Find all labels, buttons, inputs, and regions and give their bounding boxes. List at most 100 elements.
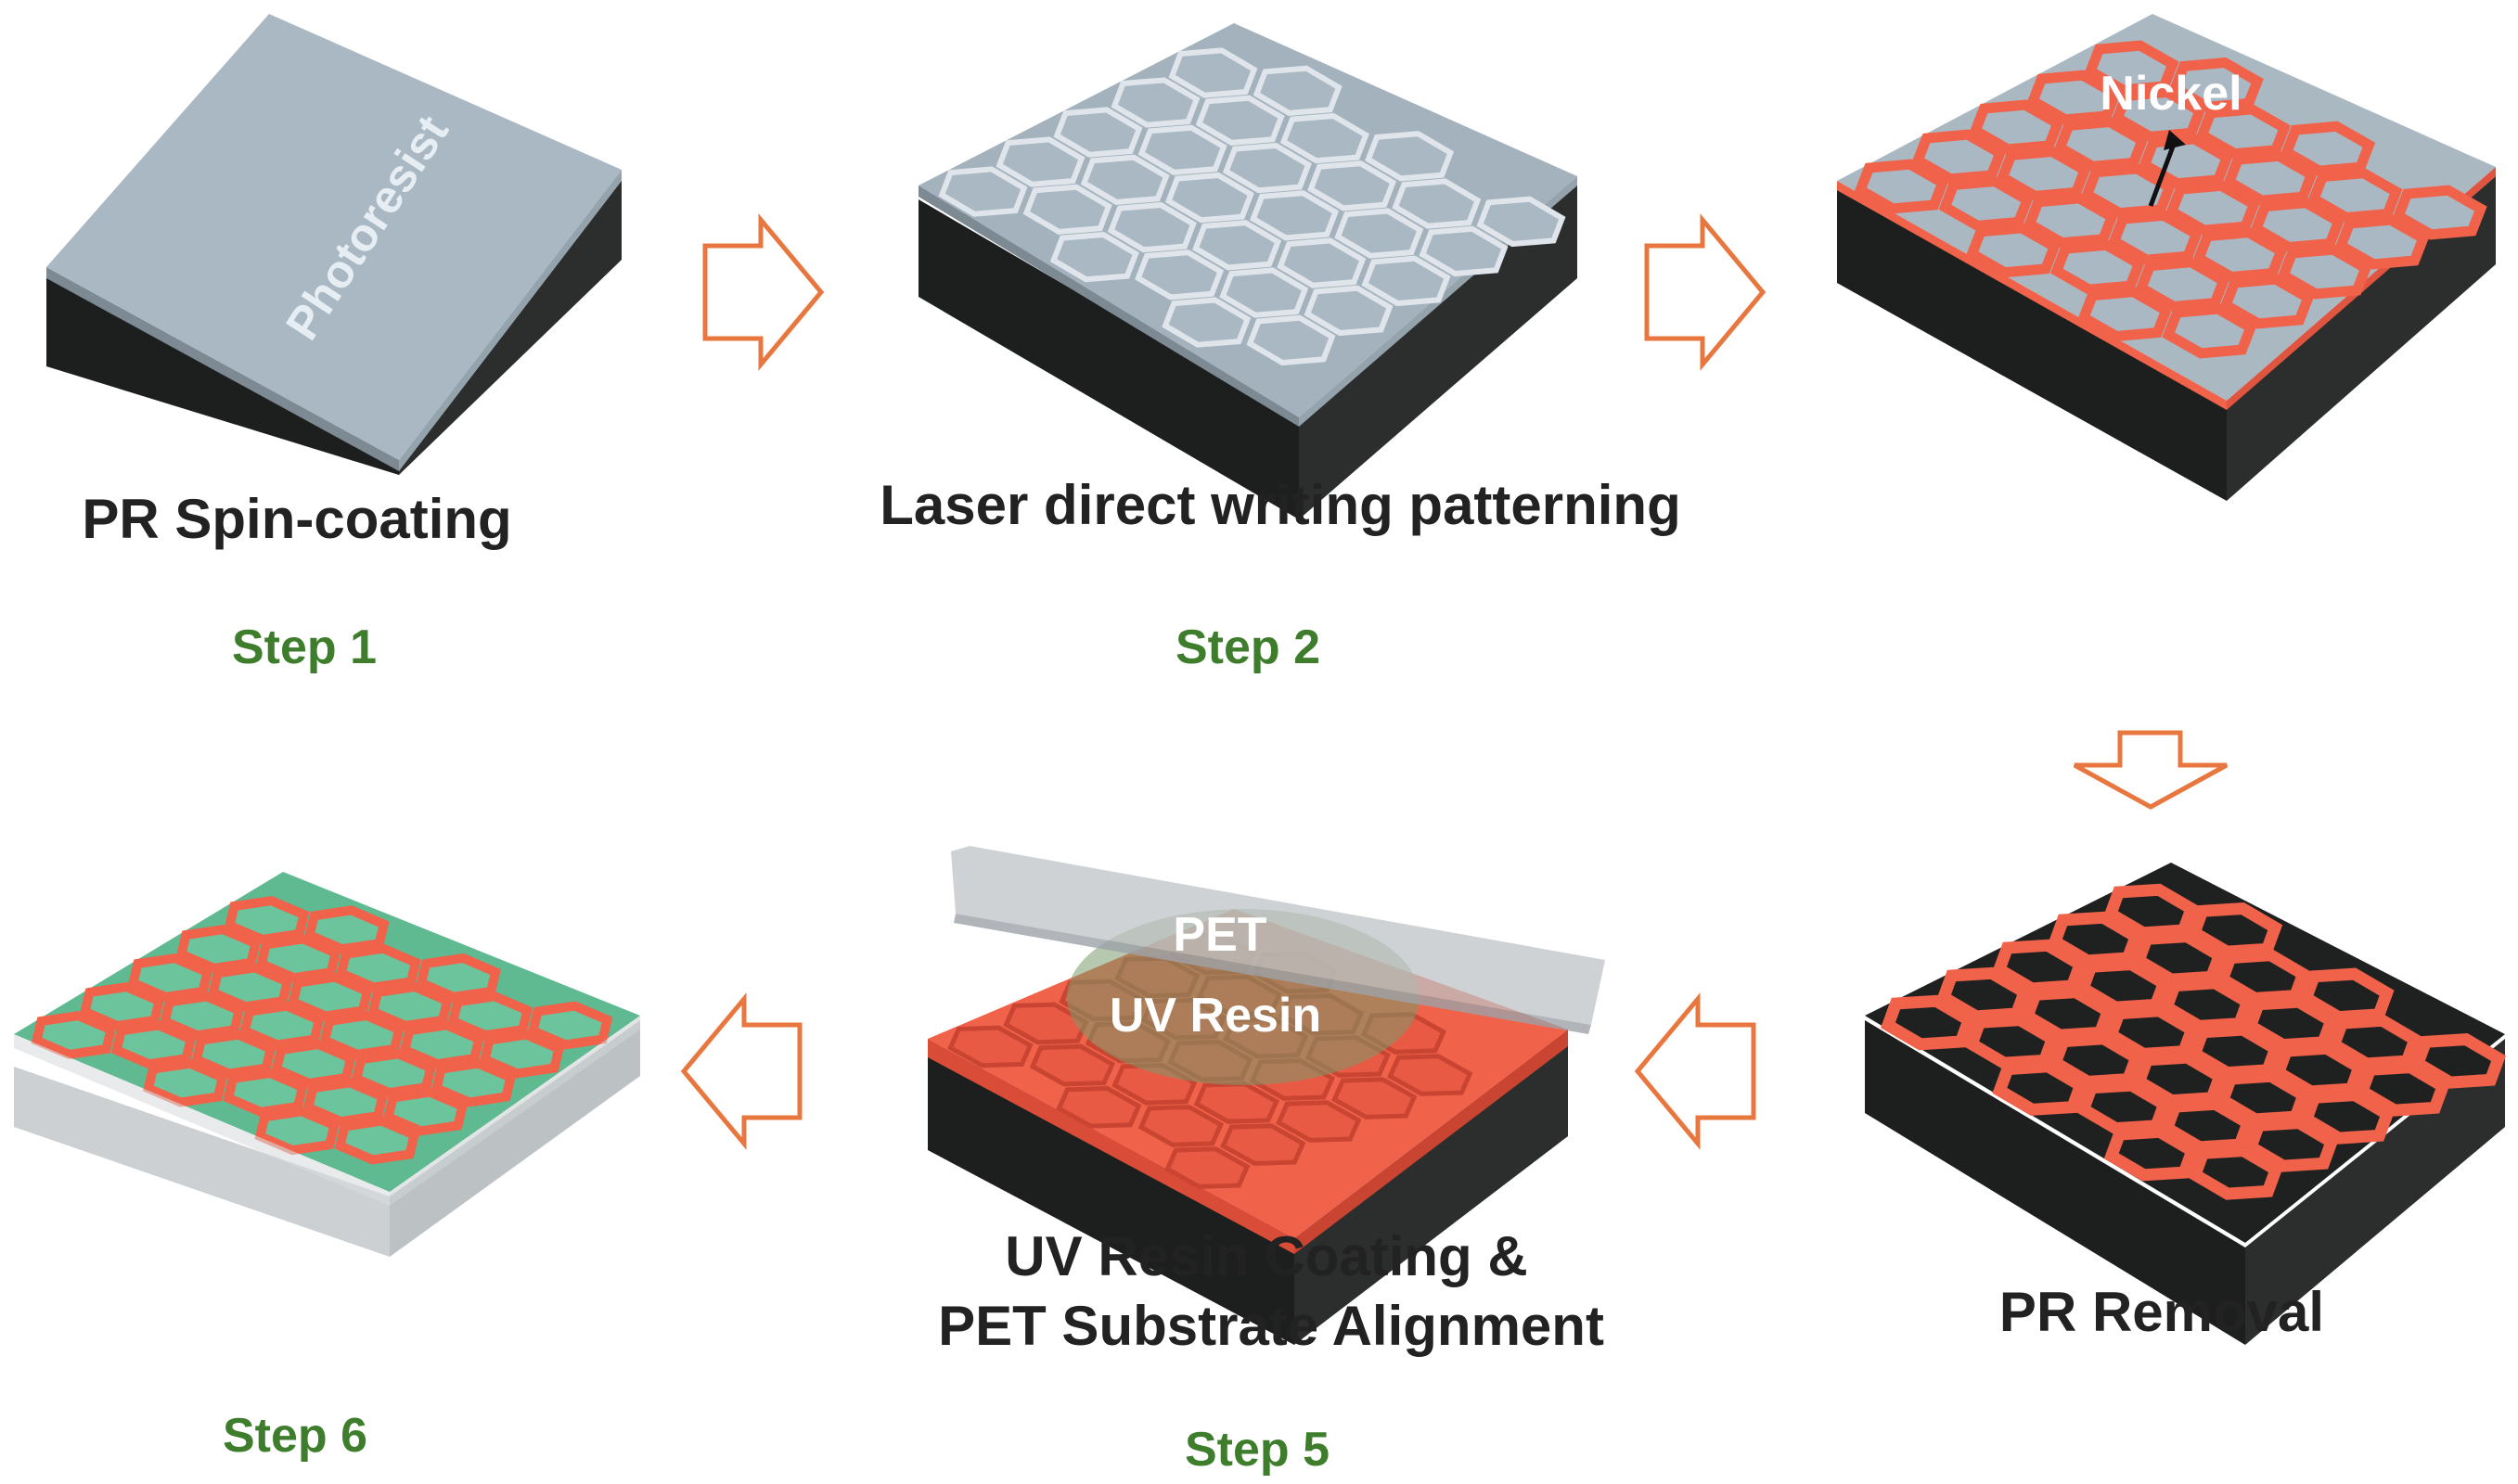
nickel-hexagon-cell	[2187, 902, 2283, 958]
photoresist-hexagon	[1419, 225, 1509, 277]
photoresist-hexagon	[1279, 112, 1369, 164]
nickel-outlined-hexagon	[2334, 214, 2430, 270]
step4-block	[1865, 863, 2506, 1345]
nickel-outlined-hexagon	[2392, 185, 2487, 240]
photoresist-hexagon	[1365, 131, 1455, 182]
nickel-hexagon-cell	[1992, 939, 2088, 995]
step2-block	[919, 23, 1577, 519]
nickel-outlined-hexagon	[2135, 257, 2230, 313]
resin-filled-hexagon	[31, 1010, 117, 1060]
photoresist-hexagon	[1392, 178, 1482, 229]
nickel-outlined-hexagon	[2023, 193, 2119, 249]
photoresist-hexagon	[1219, 267, 1309, 318]
nickel-pointer-arrow	[2148, 138, 2178, 207]
hollow-arrow-right-icon	[702, 213, 825, 371]
photoresist-hexagon	[1022, 184, 1112, 235]
nickel-outlined-hexagon	[2077, 287, 2173, 342]
resin-filled-hexagon	[239, 1001, 325, 1050]
nickel-outlined-hexagon	[2192, 227, 2288, 283]
nickel-outlined-hexagon	[1938, 175, 2034, 231]
nickel-hexagon-cell	[2103, 1004, 2200, 1060]
nickel-outlined-hexagon	[2219, 274, 2315, 329]
step5-caption-line1: UV Resin Coating &	[1005, 1225, 1527, 1287]
photoresist-hexagon	[1135, 249, 1225, 301]
step5-block: PET UV Resin	[928, 846, 1605, 1345]
arrow-step4-to-step5	[1634, 992, 1756, 1150]
nickel-hexagon-cell	[2410, 1032, 2506, 1089]
photoresist-layer	[46, 14, 622, 460]
hollow-arrow-right-icon	[1644, 213, 1766, 371]
nickel-hexagon-cell	[1936, 966, 2032, 1023]
photoresist-hexagon	[1250, 190, 1340, 241]
nickel-outlined-hexagon	[2280, 121, 2376, 176]
resin-filled-hexagon	[224, 895, 310, 945]
hollow-arrow-down-icon	[2073, 730, 2229, 810]
nickel-outlined-hexagon	[1965, 223, 2062, 278]
step1-caption: PR Spin-coating	[82, 488, 511, 550]
step5-caption-line2: PET Substrate Alignment	[938, 1295, 1604, 1357]
nickel-outlined-hexagon	[1969, 99, 2064, 155]
nickel-hexagon-cell	[1003, 1002, 1089, 1045]
nickel-outlined-hexagon	[2168, 57, 2264, 112]
step6-block	[14, 872, 640, 1257]
step1-label: Step 1	[232, 620, 377, 674]
resin-filled-hexagon	[271, 1039, 356, 1088]
resin-filled-hexagon	[447, 991, 533, 1041]
photoresist-hexagon	[1304, 285, 1394, 337]
nickel-hexagon-cell	[1387, 1054, 1473, 1096]
resin-filled-hexagon	[336, 943, 421, 992]
nickel-outlined-hexagon	[2195, 104, 2292, 160]
nickel-hexagon-cell	[2103, 1125, 2200, 1182]
nickel-outlined-hexagon	[2053, 116, 2149, 172]
arrow-step1-to-step2	[702, 213, 825, 371]
nickel-hexagon-cell	[1276, 1100, 1362, 1143]
photoresist-hexagon	[1168, 47, 1258, 98]
photoresist-hexagon	[1334, 208, 1424, 259]
resin-filled-hexagon	[143, 1058, 228, 1107]
photoresist-hexagon	[1137, 124, 1227, 175]
nickel-label: Nickel	[2100, 67, 2242, 121]
resin-filled-hexagon	[430, 1058, 517, 1107]
resin-filled-hexagon	[175, 924, 262, 974]
nickel-hexagon-cell	[1992, 1060, 2088, 1116]
step3-block: Nickel	[1837, 14, 2496, 501]
nickel-hexagon-cell	[1220, 1123, 1306, 1166]
photoresist-hexagon	[1192, 220, 1282, 271]
photoresist-hexagon	[1107, 201, 1197, 253]
photoresist-hexagon	[1361, 255, 1451, 307]
resin-filled-hexagon	[302, 1078, 389, 1127]
step4-caption: PR Removal	[1999, 1281, 2324, 1343]
nickel-outlined-hexagon	[2080, 163, 2177, 219]
photoresist-hexagon	[1164, 172, 1254, 224]
nickel-hexagon-cell	[2298, 967, 2395, 1024]
nickel-hexagon-cell	[2131, 1051, 2228, 1107]
nickel-outlined-hexagon	[2222, 150, 2319, 206]
nickel-hexagon-cell	[1056, 1085, 1142, 1129]
nickel-hexagon-cell	[2242, 995, 2339, 1052]
photoresist-hexagon	[1476, 196, 1566, 248]
nickel-hexagon-cell	[2215, 1069, 2311, 1126]
nickel-hexagon-cell	[2187, 1023, 2283, 1080]
nickel-hexagon-cell	[2075, 1079, 2172, 1135]
photoresist-hexagon	[1222, 142, 1312, 194]
nickel-hexagon-cell	[2270, 1042, 2367, 1098]
nickel-mesh	[1854, 40, 2487, 359]
nickel-outlined-hexagon	[2107, 210, 2203, 265]
nickel-hexagon-cell	[1881, 994, 1976, 1051]
photoresist-hexagon-pattern	[938, 47, 1566, 366]
photoresist-hexagon	[1277, 237, 1367, 288]
arrow-step3-to-step4	[2073, 730, 2229, 810]
nickel-outlined-hexagon	[2162, 303, 2257, 359]
nickel-hexagon-cell	[2103, 883, 2199, 940]
resin-filled-hexagon	[255, 934, 341, 983]
nickel-hexagon-cell	[2188, 1144, 2283, 1200]
nickel-hexagon-cell	[2326, 1014, 2422, 1070]
nickel-hexagon-cell	[2075, 957, 2172, 1014]
nickel-outlined-hexagon	[2250, 198, 2345, 253]
step2-label: Step 2	[1175, 620, 1320, 674]
photoresist-hexagon	[1195, 95, 1285, 146]
nickel-hexagon-cell	[2048, 911, 2143, 967]
uv-resin-label: UV Resin	[1110, 989, 1321, 1043]
step6-label: Step 6	[223, 1409, 367, 1463]
resin-filled-hexagon	[367, 981, 453, 1030]
